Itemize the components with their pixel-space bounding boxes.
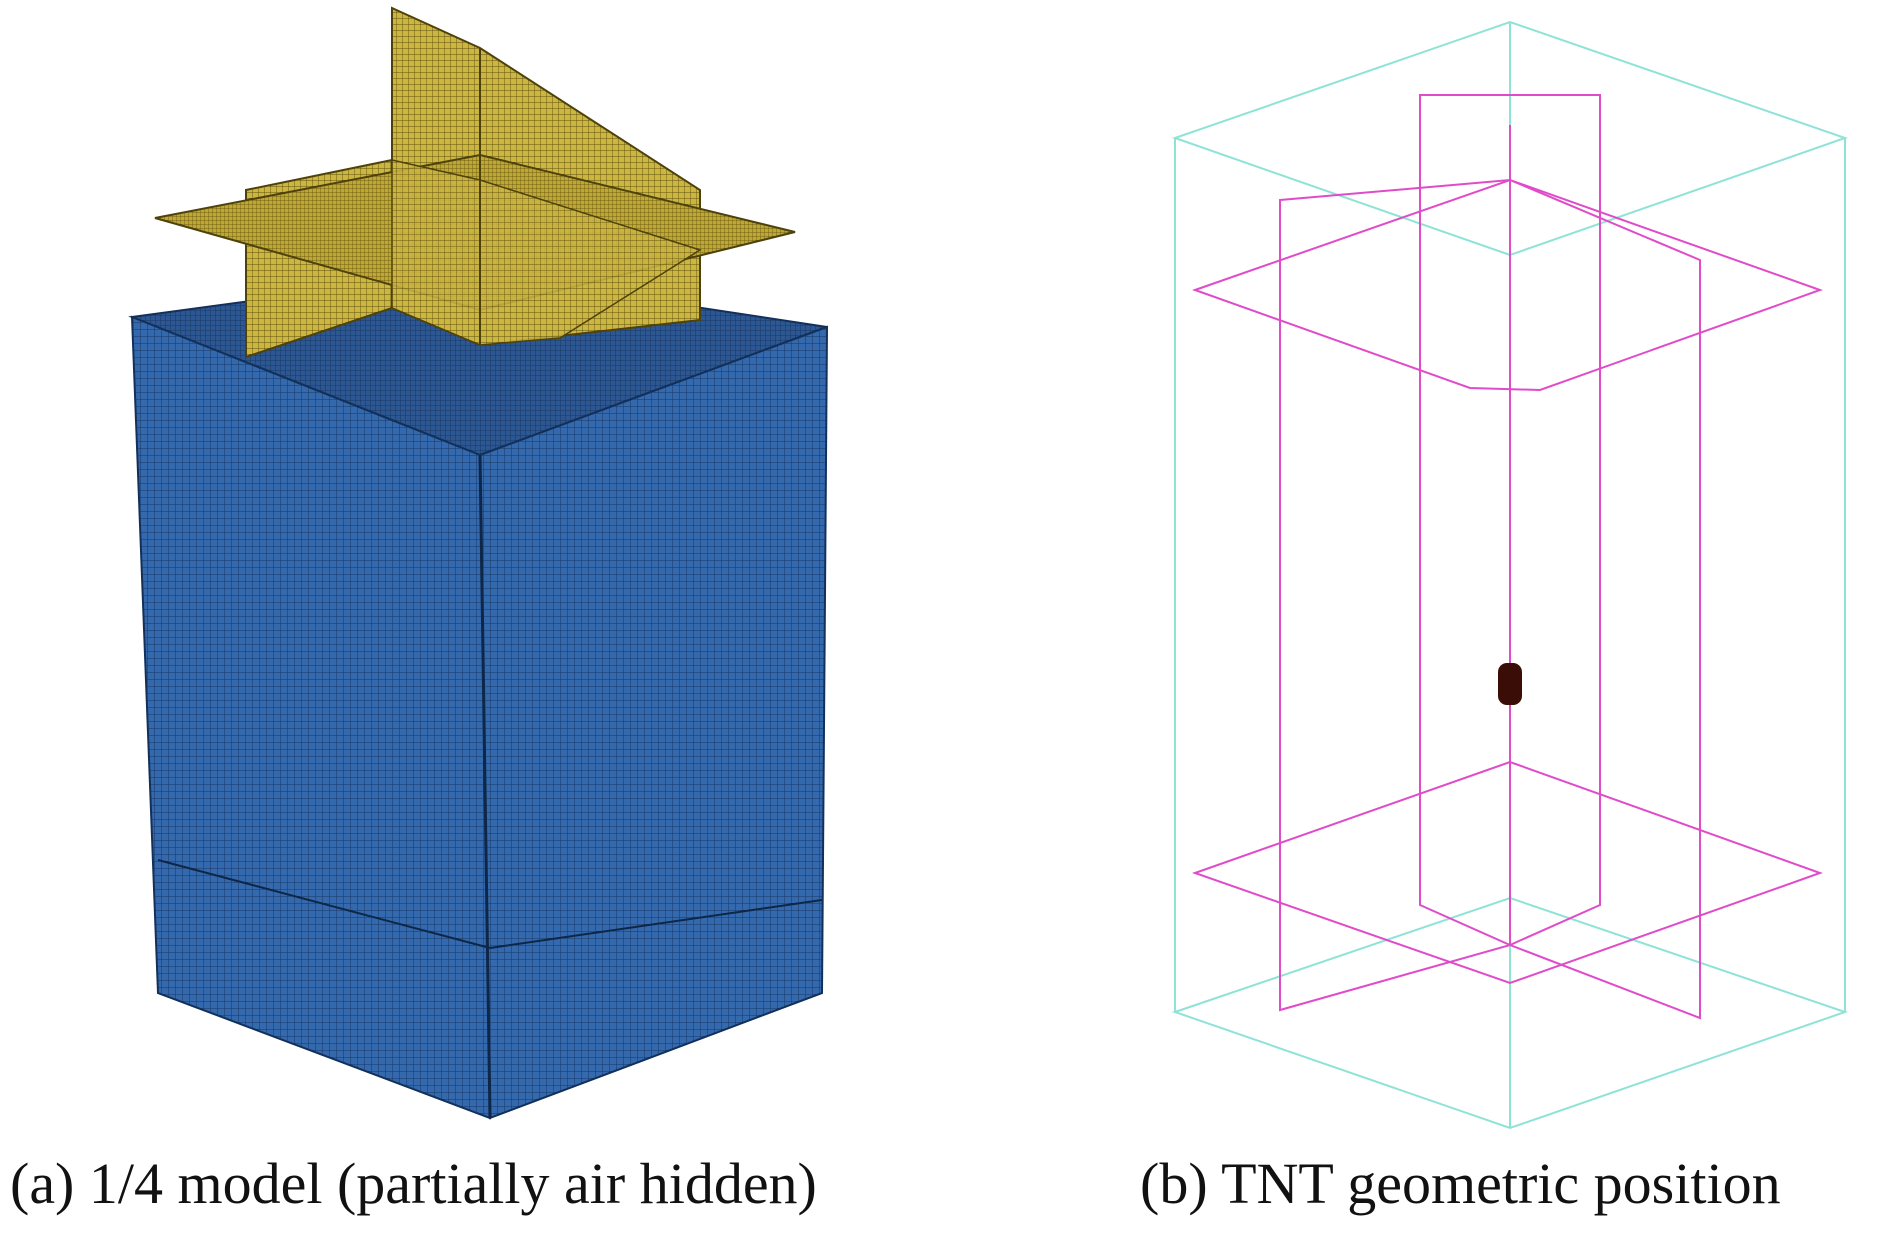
caption-a: (a) 1/4 model (partially air hidden) — [10, 1151, 817, 1216]
panel-a-mesh-model: (a) 1/4 model (partially air hidden) — [10, 6, 829, 1216]
caption-b: (b) TNT geometric position — [1140, 1151, 1781, 1216]
structure-outline — [1191, 94, 1823, 1020]
block-left-face — [130, 315, 492, 1120]
tnt-charge — [1498, 663, 1522, 705]
panel-b-tnt-position — [1120, 0, 1890, 1244]
block-right-face — [478, 325, 829, 1120]
mesh-model-figure — [128, 6, 829, 1120]
tnt-wireframe-figure — [1171, 20, 1849, 1130]
